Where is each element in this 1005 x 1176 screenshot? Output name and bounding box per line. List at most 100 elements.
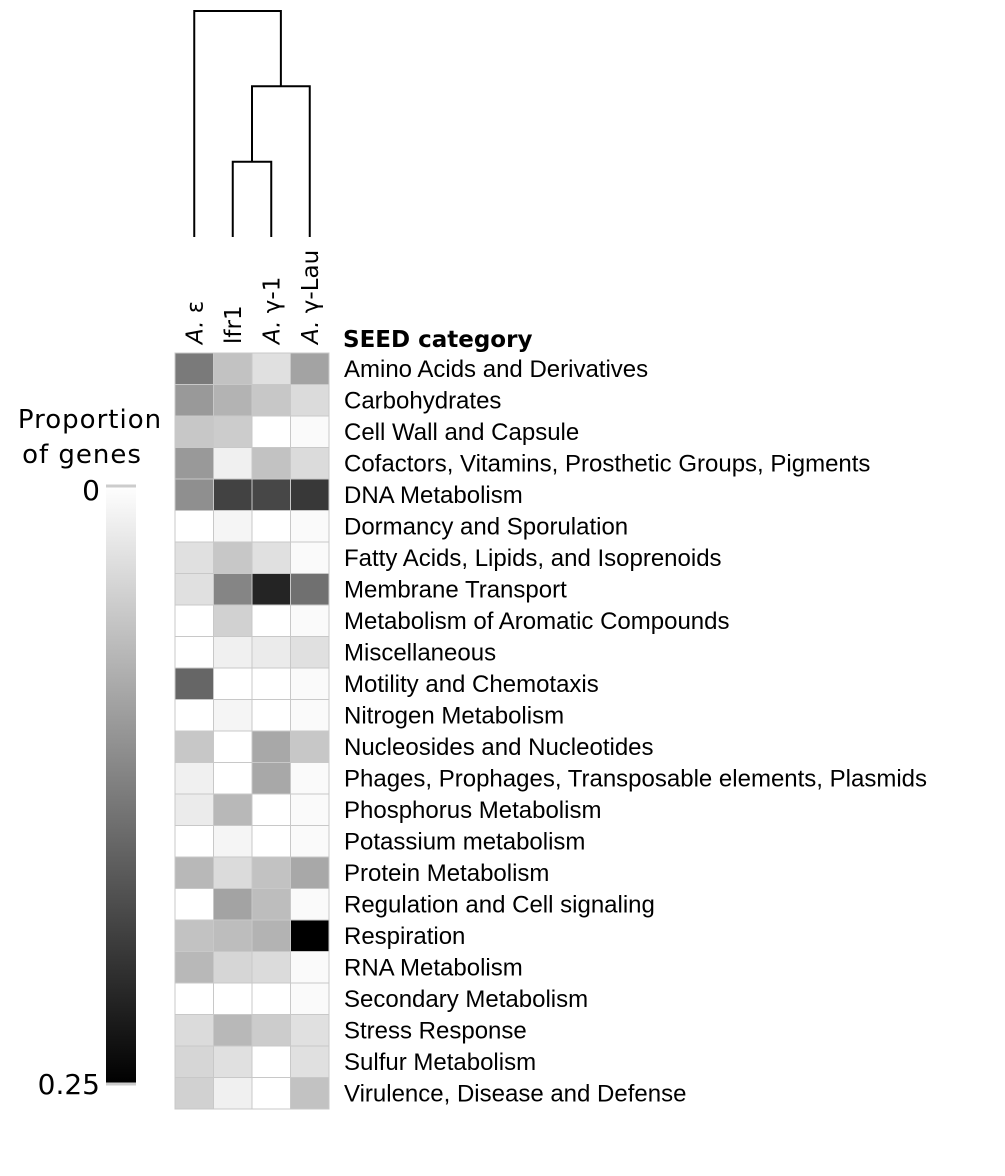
heatmap-cell: [174, 478, 214, 511]
row-label: Stress Response: [344, 1017, 527, 1044]
heatmap-cell: [290, 1077, 330, 1110]
row-label: Metabolism of Aromatic Compounds: [344, 608, 730, 635]
heatmap-cell: [213, 762, 253, 795]
heatmap-cell: [213, 447, 253, 480]
heatmap-cell: [213, 856, 253, 889]
heatmap-cell: [251, 636, 291, 669]
heatmap-cell: [290, 856, 330, 889]
colorbar-legend: Proportion of genes 0 0.25: [18, 405, 162, 1101]
heatmap-cell: [213, 730, 253, 763]
heatmap-cell: [251, 762, 291, 795]
heatmap-cell: [251, 667, 291, 700]
column-label: A. ε: [182, 301, 208, 346]
heatmap-cell: [174, 541, 214, 574]
column-label: A. γ-Lau: [298, 250, 324, 346]
heatmap-cell: [251, 793, 291, 826]
heatmap-cell: [251, 888, 291, 921]
row-label: Miscellaneous: [344, 639, 496, 666]
row-label: Fatty Acids, Lipids, and Isoprenoids: [344, 545, 722, 572]
heatmap-cell: [174, 730, 214, 763]
heatmap-cell: [290, 699, 330, 732]
heatmap-cell: [213, 951, 253, 984]
heatmap-cell: [213, 982, 253, 1015]
heatmap-cell: [251, 447, 291, 480]
heatmap-cell: [290, 636, 330, 669]
heatmap-cell: [290, 730, 330, 763]
heatmap-cell: [174, 825, 214, 858]
heatmap-cell: [290, 447, 330, 480]
heatmap-cell: [213, 919, 253, 952]
heatmap-cell: [251, 510, 291, 543]
heatmap-cell: [251, 415, 291, 448]
heatmap-cell: [174, 573, 214, 606]
heatmap-cell: [290, 888, 330, 921]
column-label: lfr1: [221, 305, 247, 344]
row-label: Potassium metabolism: [344, 828, 585, 855]
heatmap-cell: [213, 1014, 253, 1047]
heatmap-cell: [251, 478, 291, 511]
row-label: Amino Acids and Derivatives: [344, 356, 648, 383]
row-label: Carbohydrates: [344, 387, 501, 414]
heatmap-cell: [290, 825, 330, 858]
heatmap-cell: [290, 573, 330, 606]
heatmap-cell: [174, 604, 214, 637]
row-label: Secondary Metabolism: [344, 986, 588, 1013]
heatmap-cell: [174, 982, 214, 1015]
heatmap-cell: [174, 1045, 214, 1078]
heatmap-cell: [174, 888, 214, 921]
heatmap-cell: [213, 636, 253, 669]
colorbar-title-line-1: Proportion: [18, 405, 162, 435]
heatmap-cell: [174, 510, 214, 543]
heatmap-cell: [251, 604, 291, 637]
heatmap-cell: [251, 573, 291, 606]
heatmap-cell: [251, 384, 291, 417]
heatmap-cell: [251, 1014, 291, 1047]
heatmap-cell: [213, 541, 253, 574]
dendrogram-branch: [193, 10, 282, 237]
heatmap-cell: [290, 1014, 330, 1047]
heatmap-cell: [174, 636, 214, 669]
heatmap-cell: [213, 1045, 253, 1078]
heatmap-cell: [174, 447, 214, 480]
heatmap-cell: [213, 384, 253, 417]
heatmap-cell: [290, 1045, 330, 1078]
heatmap-cell: [251, 951, 291, 984]
heatmap-cell: [290, 667, 330, 700]
heatmap-cell: [290, 762, 330, 795]
heatmap-cell: [251, 1045, 291, 1078]
heatmap-cell: [213, 352, 253, 385]
row-header: SEED category: [343, 327, 532, 353]
heatmap-cell: [213, 415, 253, 448]
row-label: Motility and Chemotaxis: [344, 671, 599, 698]
heatmap-cell: [251, 352, 291, 385]
heatmap-cell: [174, 352, 214, 385]
row-label: Cofactors, Vitamins, Prosthetic Groups, …: [344, 450, 870, 477]
heatmap-cell: [174, 793, 214, 826]
heatmap-cell: [174, 762, 214, 795]
heatmap-cell: [213, 510, 253, 543]
heatmap-cell: [290, 510, 330, 543]
heatmap-cell: [174, 699, 214, 732]
heatmap-cell: [213, 573, 253, 606]
row-label: Protein Metabolism: [344, 860, 549, 887]
heatmap-cell: [213, 793, 253, 826]
row-label: DNA Metabolism: [344, 482, 523, 509]
dendrogram-branch: [231, 160, 273, 237]
row-label: Regulation and Cell signaling: [344, 891, 655, 918]
row-label: Virulence, Disease and Defense: [344, 1080, 686, 1107]
colorbar-max-label: 0.25: [38, 1068, 100, 1101]
heatmap-cell: [290, 982, 330, 1015]
heatmap-cell: [213, 667, 253, 700]
heatmap-cell: [213, 825, 253, 858]
heatmap-cells: [174, 352, 330, 1110]
heatmap-cell: [213, 604, 253, 637]
row-label: Phages, Prophages, Transposable elements…: [344, 765, 927, 792]
heatmap-cell: [174, 951, 214, 984]
heatmap-cell: [174, 919, 214, 952]
heatmap-cell: [290, 793, 330, 826]
heatmap-cell: [290, 352, 330, 385]
row-label: Nitrogen Metabolism: [344, 702, 564, 729]
heatmap-cell: [251, 856, 291, 889]
